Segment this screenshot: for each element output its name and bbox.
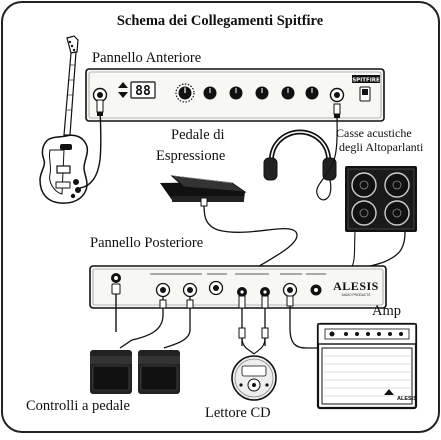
front-display bbox=[130, 81, 156, 99]
rear-footswitch-jack-1 bbox=[155, 282, 171, 298]
electric-guitar-icon bbox=[39, 35, 89, 204]
front-preset-arrows bbox=[118, 82, 128, 98]
front-power-switch bbox=[359, 86, 371, 102]
diagram-title: Schema dei Collegamenti Spitfire bbox=[117, 13, 324, 29]
amp-icon: ALESIS bbox=[316, 322, 417, 410]
footswitch-pedal-2 bbox=[138, 350, 180, 394]
guitar-cable bbox=[79, 103, 102, 189]
front-logo-badge bbox=[352, 75, 380, 83]
rear-panel-label: Pannello Posteriore bbox=[90, 235, 203, 251]
rear-aux-rca-jacks bbox=[237, 287, 270, 297]
rear-logo: ALESIS bbox=[333, 279, 379, 293]
rear-output-jack bbox=[282, 282, 298, 298]
front-headphone-jack bbox=[329, 87, 345, 103]
footswitches-label: Controlli a pedale bbox=[26, 398, 130, 414]
front-knob-row bbox=[203, 86, 319, 100]
cd-player-icon bbox=[231, 355, 277, 401]
expression-pedal-icon bbox=[160, 175, 247, 202]
expression-pedal-label-line2: Espressione bbox=[156, 148, 225, 164]
expression-pedal-label-line1: Pedale di bbox=[171, 127, 225, 143]
speakers-label-line1: Casse acustiche bbox=[336, 126, 412, 140]
headphone-cable bbox=[316, 109, 338, 201]
front-selector-knob bbox=[175, 83, 195, 103]
front-panel: 88 SPITFIRE bbox=[85, 68, 385, 122]
speakers-label-line2: degli Altoparlanti bbox=[339, 140, 424, 154]
rear-panel: ALESIS AUDIO PRODUCTS bbox=[89, 265, 387, 309]
rear-footswitch-jack-2 bbox=[182, 282, 198, 298]
footswitch-cable-2 bbox=[163, 296, 191, 349]
footswitch-cable-1 bbox=[119, 296, 164, 349]
footswitch-pedal-1 bbox=[90, 350, 132, 394]
amp-cable bbox=[289, 296, 330, 349]
amp-label: Amp bbox=[372, 303, 401, 319]
front-panel-label: Pannello Anteriore bbox=[92, 50, 201, 66]
front-display-digits: 88 bbox=[135, 84, 151, 99]
rear-power-jack bbox=[111, 273, 121, 283]
rear-logo-sub: AUDIO PRODUCTS bbox=[342, 293, 371, 297]
rear-speaker-out-jack bbox=[310, 284, 322, 296]
amp-logo: ALESIS bbox=[397, 396, 417, 402]
front-logo: SPITFIRE bbox=[352, 78, 380, 84]
rear-expression-jack bbox=[208, 280, 224, 296]
speaker-cabinet-icon bbox=[345, 166, 417, 232]
power-plug-icon bbox=[111, 283, 121, 332]
cd-player-label: Lettore CD bbox=[205, 405, 271, 421]
rear-jack-labels bbox=[150, 273, 326, 275]
